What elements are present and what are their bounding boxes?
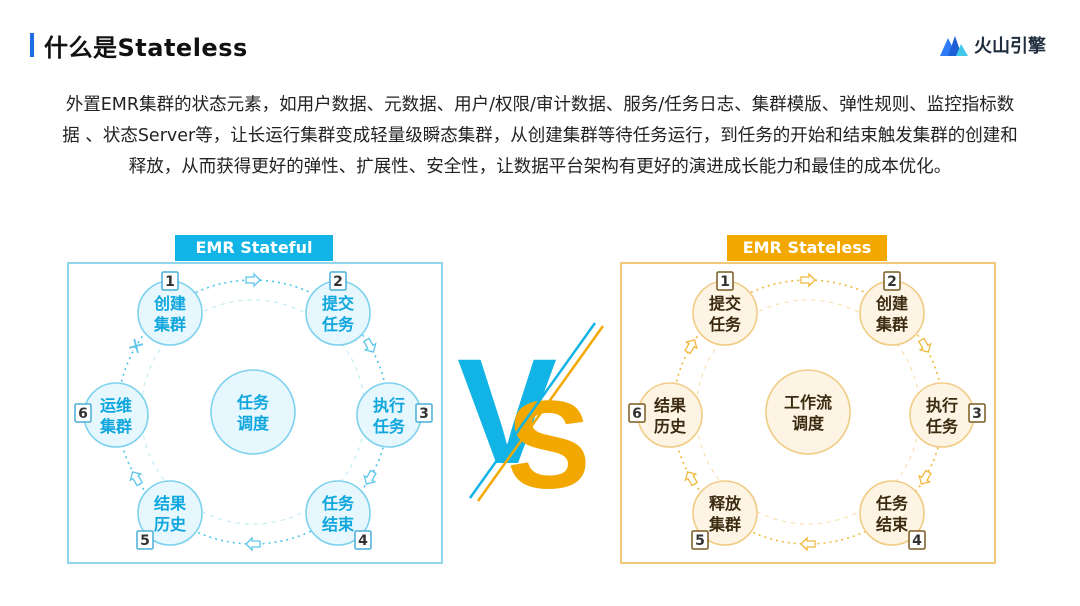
- step-label: 集群: [708, 515, 741, 534]
- step-label: 历史: [654, 417, 687, 436]
- step-number-badge: [628, 403, 646, 423]
- step-node: [859, 480, 925, 546]
- flow-arrow-icon: [129, 338, 144, 354]
- step-number-badge: [716, 271, 734, 291]
- step-label: 任务: [321, 494, 355, 513]
- title-accent-bar: [30, 33, 34, 57]
- step-number: 3: [419, 406, 429, 422]
- step-number-badge: [968, 403, 986, 423]
- brand-logo: 火山引擎: [940, 32, 1046, 58]
- step-number-badge: [691, 530, 709, 550]
- step-label: 任务: [372, 417, 406, 436]
- step-number: 3: [972, 406, 982, 422]
- flow-arrow-icon: [684, 339, 698, 355]
- flow-arrow-icon: [245, 536, 261, 552]
- step-label: 结束: [875, 515, 909, 534]
- step-node: [356, 382, 422, 448]
- step-label: 任务: [925, 417, 959, 436]
- step-node: [692, 480, 758, 546]
- step-number: 2: [333, 274, 343, 290]
- vs-letter-v: V: [457, 327, 557, 495]
- step-number-badge: [74, 403, 92, 423]
- step-label: 结束: [321, 515, 355, 534]
- step-number-badge: [161, 271, 179, 291]
- step-label: 结果: [153, 494, 186, 513]
- center-label: 调度: [792, 414, 825, 433]
- step-label: 任务: [321, 315, 355, 334]
- step-label: 历史: [154, 515, 187, 534]
- flow-arrow-icon: [917, 337, 932, 353]
- volcano-logo-icon: [940, 36, 968, 56]
- flow-arrow-icon: [362, 337, 377, 353]
- step-number: 5: [140, 533, 150, 549]
- center-label: 调度: [237, 414, 270, 433]
- step-number-badge: [136, 530, 154, 550]
- flow-arrow-icon: [129, 471, 144, 487]
- step-label: 结果: [653, 396, 686, 415]
- step-number-badge: [354, 530, 372, 550]
- step-node: [137, 480, 203, 546]
- step-label: 执行: [373, 396, 405, 415]
- center-label: 任务: [236, 393, 270, 412]
- step-number-badge: [883, 271, 901, 291]
- logo-text: 火山引擎: [974, 36, 1046, 57]
- vs-graphic: V S: [457, 322, 605, 508]
- description-paragraph: 外置EMR集群的状态元素，如用户数据、元数据、用户/权限/审计数据、服务/任务日…: [62, 95, 1018, 177]
- step-label: 执行: [926, 396, 958, 415]
- step-number: 6: [78, 406, 88, 422]
- step-label: 集群: [875, 315, 908, 334]
- step-number-badge: [329, 271, 347, 291]
- flow-arrow-icon: [800, 272, 816, 288]
- flow-arrow-icon: [918, 469, 932, 485]
- step-label: 集群: [99, 417, 132, 436]
- step-number-badge: [415, 403, 433, 423]
- flow-arrow-icon: [684, 471, 699, 487]
- step-node: [83, 382, 149, 448]
- step-number: 5: [695, 533, 705, 549]
- center-label: 工作流: [784, 393, 832, 412]
- center-circle: [765, 369, 851, 455]
- stateful-label: EMR Stateful: [175, 235, 333, 261]
- step-node: [637, 382, 703, 448]
- step-label: 任务: [708, 315, 742, 334]
- step-label: 创建: [153, 294, 186, 313]
- step-number: 1: [165, 274, 175, 290]
- step-label: 任务: [875, 494, 909, 513]
- step-number: 6: [632, 406, 642, 422]
- vs-slash-blue: [468, 322, 597, 499]
- step-number: 2: [887, 274, 897, 290]
- page-title: 什么是Stateless: [44, 34, 248, 62]
- step-label: 创建: [875, 294, 908, 313]
- flow-arrow-icon: [363, 469, 377, 485]
- step-number: 1: [720, 274, 730, 290]
- step-node: [909, 382, 975, 448]
- step-label: 运维: [100, 396, 132, 415]
- flow-arrow-icon: [800, 536, 816, 552]
- center-circle: [210, 369, 296, 455]
- step-label: 提交: [709, 294, 741, 313]
- step-label: 提交: [322, 294, 354, 313]
- step-number-badge: [908, 530, 926, 550]
- stateless-panel: [620, 262, 996, 564]
- flow-arrow-icon: [245, 272, 261, 288]
- stateful-panel: [67, 262, 443, 564]
- step-number: 4: [912, 533, 922, 549]
- step-label: 集群: [153, 315, 186, 334]
- step-label: 释放: [709, 494, 742, 513]
- vs-slash-yellow: [476, 325, 605, 502]
- step-number: 4: [358, 533, 368, 549]
- stateless-label: EMR Stateless: [727, 235, 887, 261]
- step-node: [305, 480, 371, 546]
